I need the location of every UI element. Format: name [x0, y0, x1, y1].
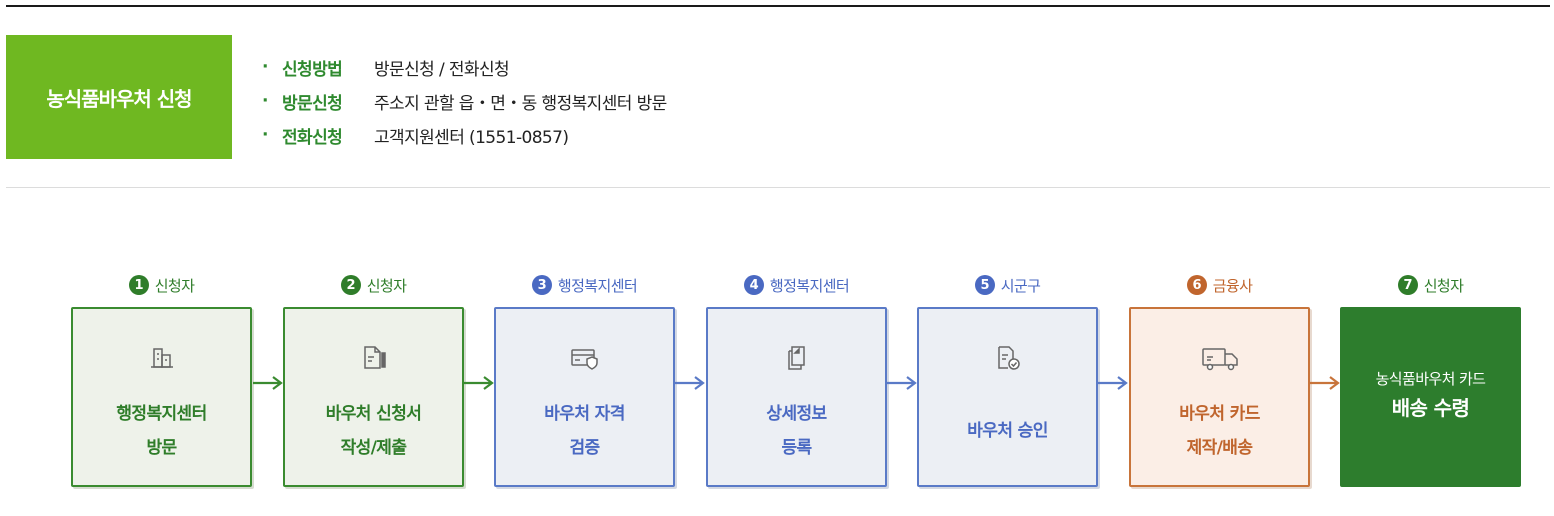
info-item: · 신청방법 방문신청 / 전화신청 — [262, 50, 667, 84]
step-subtitle: 등록 — [781, 438, 812, 458]
step-actor-label: 5 시군구 — [917, 274, 1098, 296]
arrow-right-icon — [1310, 376, 1340, 390]
step-number-badge: 7 — [1397, 275, 1418, 295]
documents-icon — [787, 346, 805, 370]
step-title: 상세정보 — [766, 404, 827, 424]
step-number-badge: 6 — [1186, 275, 1207, 295]
step-actor-label: 2 신청자 — [283, 274, 464, 296]
step-box: 바우처 카드 제작/배송 — [1129, 307, 1310, 487]
info-item: · 방문신청 주소지 관할 읍・면・동 행정복지센터 방문 — [262, 84, 667, 118]
step-title: 바우처 승인 — [967, 421, 1048, 441]
step-actor: 신청자 — [1423, 276, 1464, 295]
step-subtitle: 방문 — [146, 438, 177, 458]
application-info-list: · 신청방법 방문신청 / 전화신청 · 방문신청 주소지 관할 읍・면・동 행… — [262, 50, 667, 152]
arrow-right-icon — [1098, 376, 1128, 390]
arrow-right-icon — [253, 376, 283, 390]
step-number-badge: 5 — [974, 275, 995, 295]
building-icon — [150, 348, 173, 368]
arrow-right-icon — [675, 376, 705, 390]
arrow-right-icon — [887, 376, 917, 390]
step-actor: 신청자 — [154, 276, 195, 295]
section-title: 농식품바우처 신청 — [46, 86, 192, 111]
arrow-right-icon — [464, 376, 494, 390]
step-title: 바우처 자격 — [544, 404, 625, 424]
document-check-icon — [997, 346, 1020, 370]
section-divider — [6, 187, 1550, 188]
step-actor-label: 3 행정복지센터 — [494, 274, 675, 296]
step-actor-label: 4 행정복지센터 — [706, 274, 887, 296]
step-box: 상세정보 등록 — [706, 307, 887, 487]
info-value: 고객지원센터 (1551-0857) — [374, 127, 569, 148]
step-title: 농식품바우처 카드 — [1375, 370, 1486, 388]
section-title-box: 농식품바우처 신청 — [6, 35, 232, 159]
step-actor: 금융사 — [1212, 276, 1253, 295]
info-item: · 전화신청 고객지원센터 (1551-0857) — [262, 118, 667, 152]
step-number-badge: 3 — [531, 275, 552, 295]
step-actor: 신청자 — [366, 276, 407, 295]
step-actor-label: 1 신청자 — [71, 274, 252, 296]
step-box: 바우처 자격 검증 — [494, 307, 675, 487]
step-number-badge: 1 — [128, 275, 149, 295]
bullet: · — [262, 91, 268, 111]
step-subtitle: 제작/배송 — [1186, 438, 1253, 458]
step-actor-label: 7 신청자 — [1340, 274, 1521, 296]
step-box: 행정복지센터 방문 — [71, 307, 252, 487]
step-number-badge: 4 — [743, 275, 764, 295]
info-value: 주소지 관할 읍・면・동 행정복지센터 방문 — [374, 93, 667, 114]
info-label: 방문신청 — [282, 93, 343, 114]
info-label: 전화신청 — [282, 127, 343, 148]
card-shield-icon — [570, 349, 598, 370]
step-title: 행정복지센터 — [116, 404, 207, 424]
step-box-final: 농식품바우처 카드 배송 수령 — [1340, 307, 1521, 487]
delivery-truck-icon — [1201, 348, 1238, 371]
step-actor-label: 6 금융사 — [1129, 274, 1310, 296]
step-box: 바우처 신청서 작성/제출 — [283, 307, 464, 487]
info-value: 방문신청 / 전화신청 — [374, 59, 510, 80]
bullet: · — [262, 57, 268, 77]
step-subtitle: 작성/제출 — [340, 438, 407, 458]
step-subtitle: 배송 수령 — [1391, 396, 1470, 420]
step-box: 바우처 승인 — [917, 307, 1098, 487]
step-actor: 행정복지센터 — [769, 276, 850, 295]
step-title: 바우처 카드 — [1179, 404, 1260, 424]
step-number-badge: 2 — [340, 275, 361, 295]
step-title: 바우처 신청서 — [325, 404, 422, 424]
top-divider — [6, 5, 1550, 7]
info-label: 신청방법 — [282, 59, 343, 80]
document-pencil-icon — [363, 346, 386, 369]
step-actor: 시군구 — [1000, 276, 1041, 295]
step-actor: 행정복지센터 — [557, 276, 638, 295]
step-subtitle: 검증 — [569, 438, 600, 458]
bullet: · — [262, 125, 268, 145]
